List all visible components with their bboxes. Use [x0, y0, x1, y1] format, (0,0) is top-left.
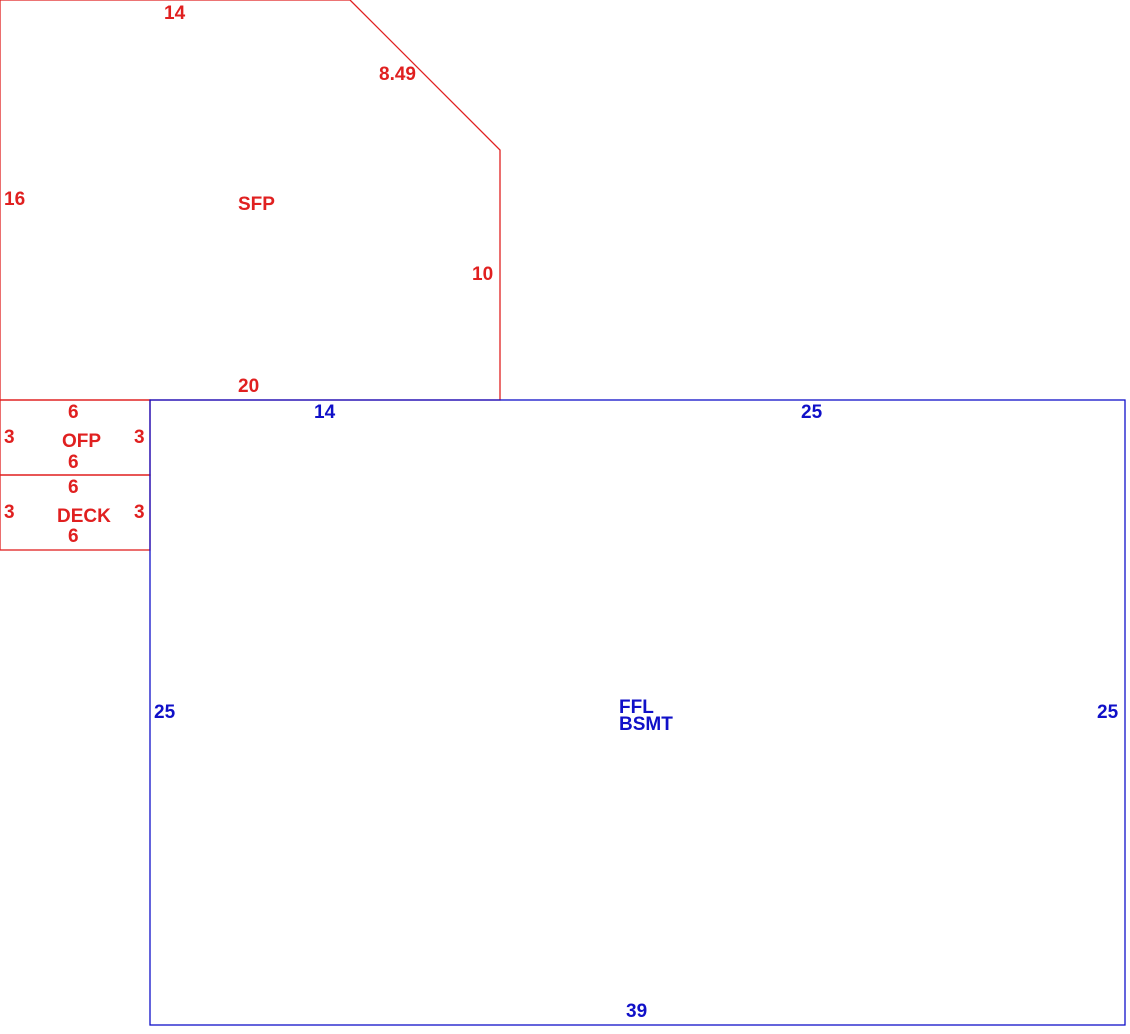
sfp-outline [0, 0, 501, 401]
deck-dim-bottom: 6 [68, 526, 79, 547]
ofp-dim-left: 3 [4, 427, 15, 448]
deck-label: DECK [57, 506, 111, 527]
sfp-dim-top: 14 [164, 3, 186, 24]
ofp-dim-top: 6 [68, 402, 79, 423]
ofp-label: OFP [62, 431, 101, 452]
deck-dim-top: 6 [68, 477, 79, 498]
sfp-dim-left: 16 [4, 189, 25, 210]
deck-dim-left: 3 [4, 502, 15, 523]
sfp-dim-diagonal: 8.49 [379, 64, 416, 85]
bsmt-outline [149, 399, 1126, 1026]
deck-dim-right: 3 [134, 502, 145, 523]
ofp-dim-bottom: 6 [68, 452, 79, 473]
bsmt-label-line2: BSMT [619, 714, 673, 735]
ofp-dim-right: 3 [134, 427, 145, 448]
bsmt-label-line1: FFL [619, 697, 654, 718]
sfp-dim-right: 10 [472, 264, 493, 285]
bsmt-dim-top-left: 14 [314, 402, 336, 423]
bsmt-dim-top-right: 25 [801, 402, 823, 423]
bsmt-dim-left: 25 [154, 702, 176, 723]
sfp-dim-bottom: 20 [238, 376, 259, 397]
sfp-label: SFP [238, 194, 275, 215]
bsmt-dim-right: 25 [1097, 702, 1119, 723]
bsmt-dim-bottom: 39 [626, 1001, 647, 1022]
